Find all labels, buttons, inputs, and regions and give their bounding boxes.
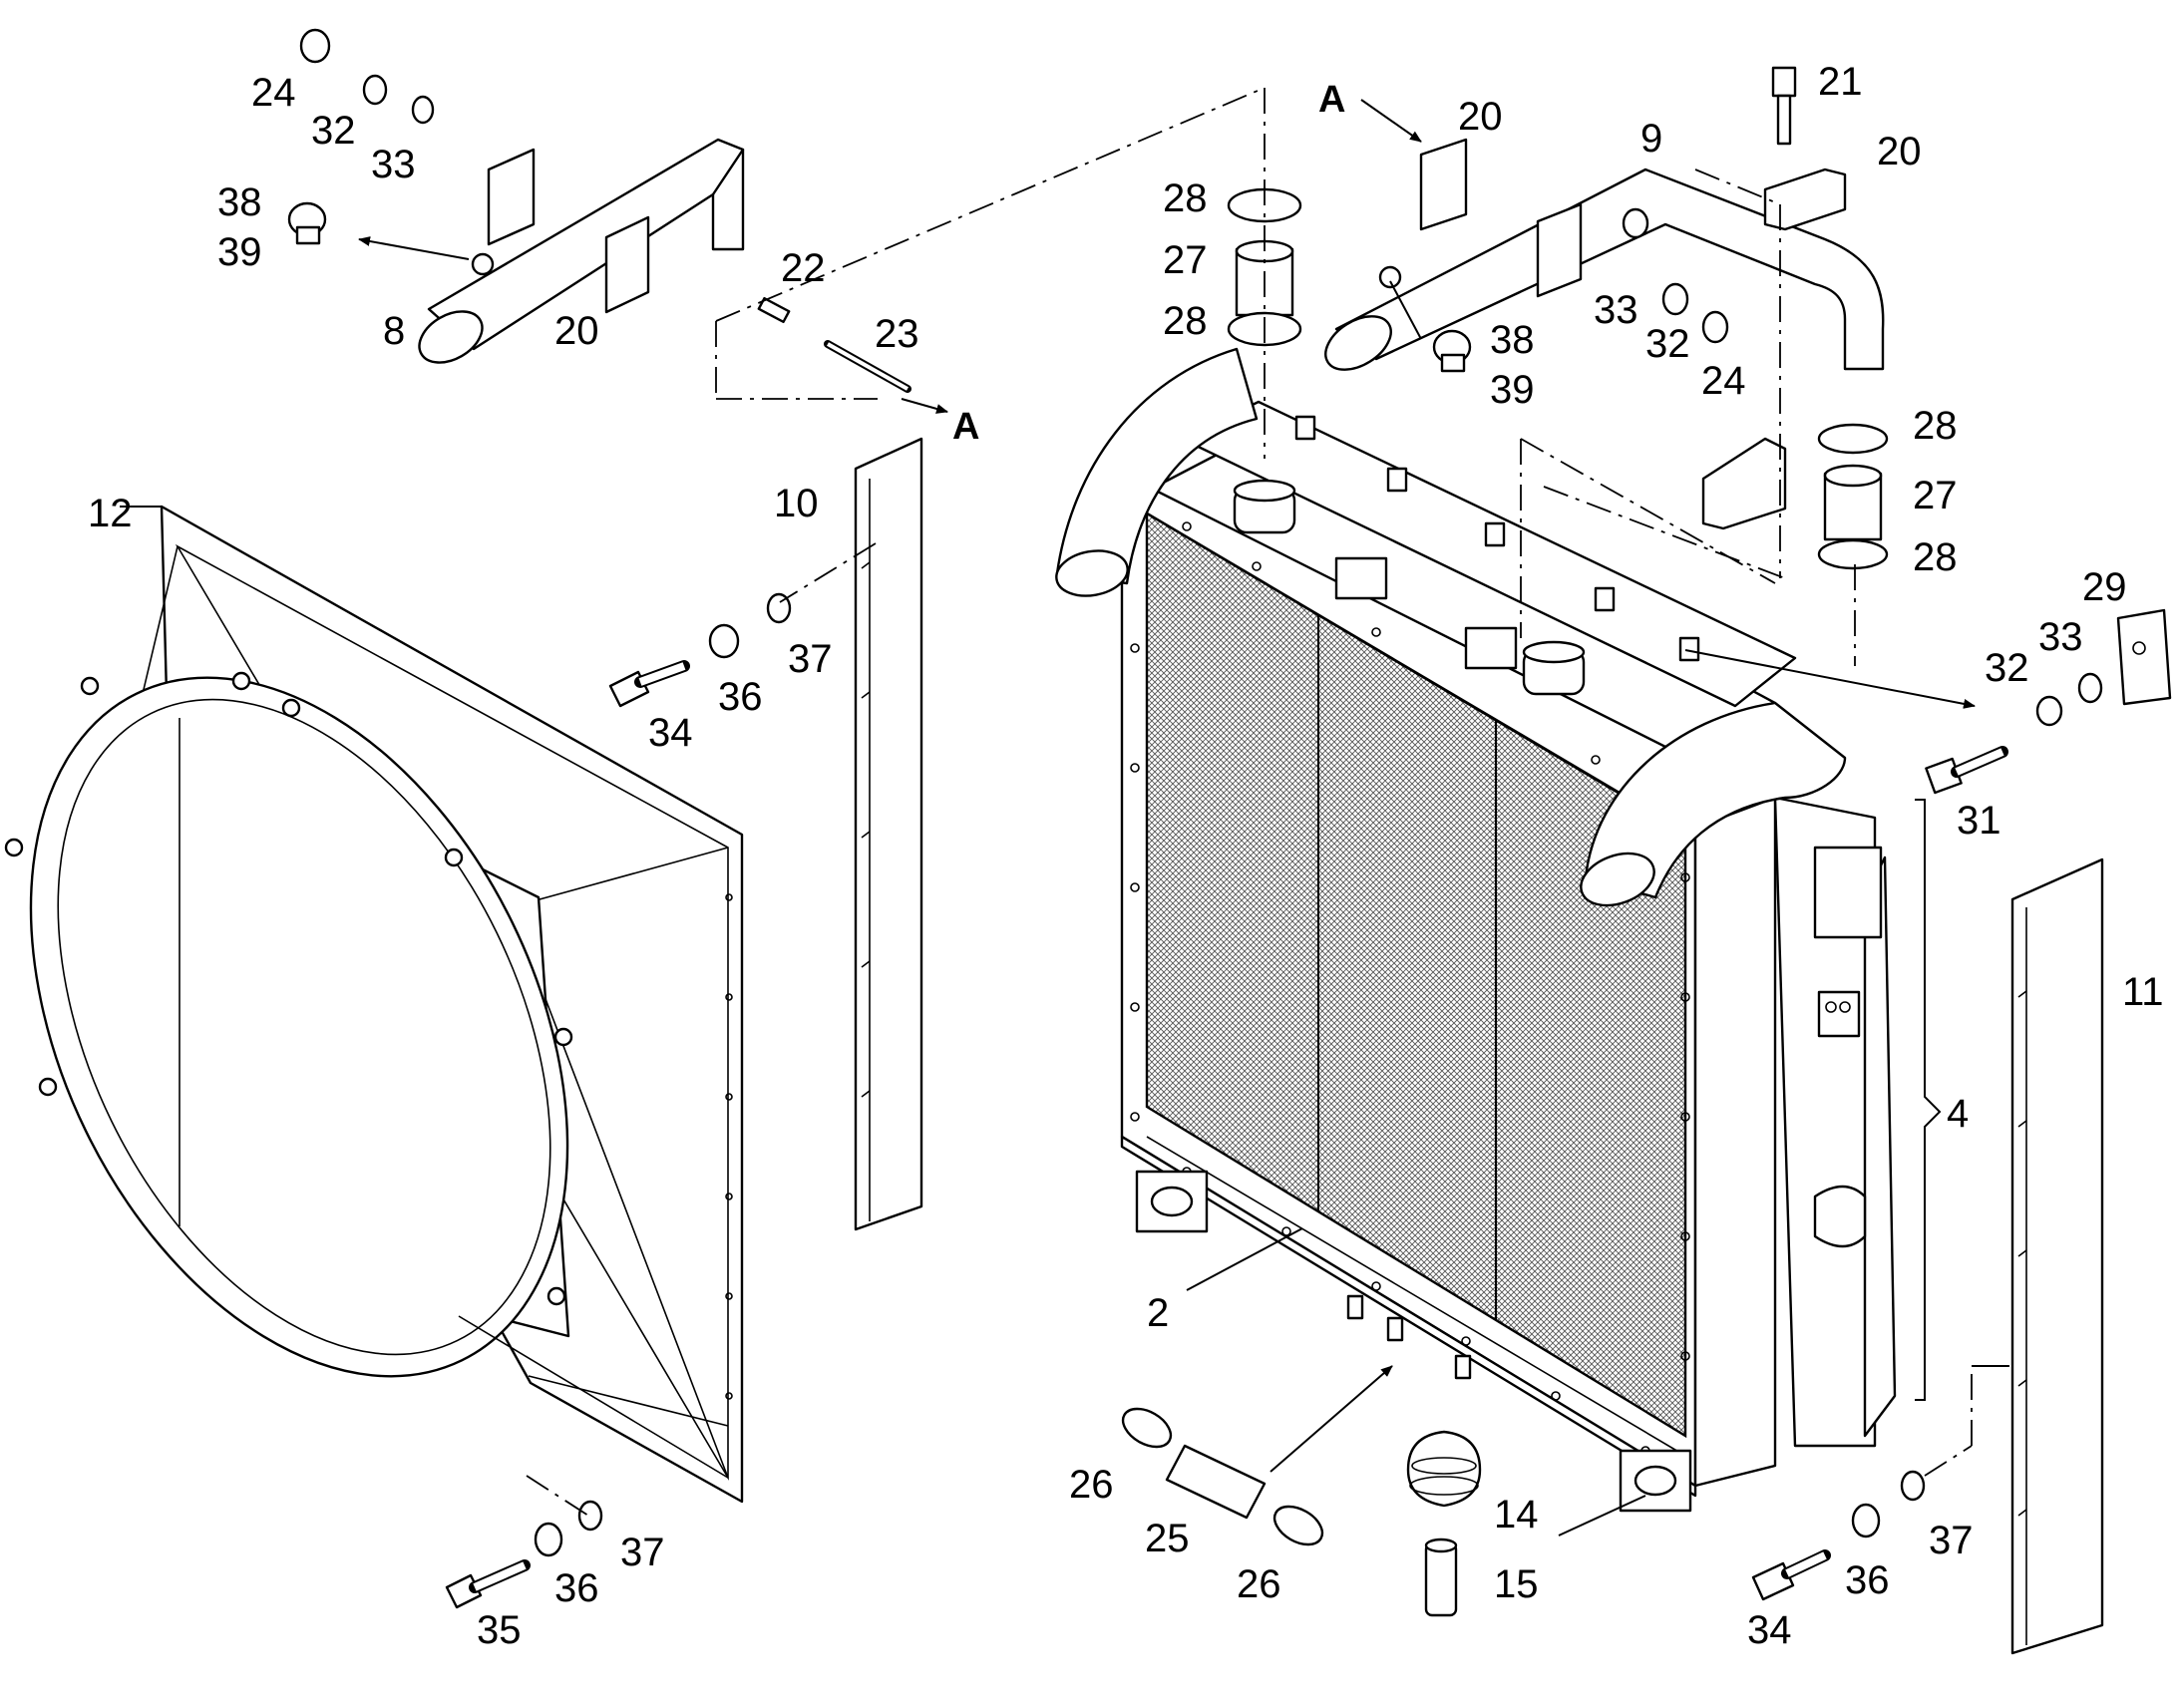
hardware-bottom-left (445, 1500, 603, 1609)
callout-20: 20 (1458, 95, 1503, 139)
callout-12: 12 (88, 492, 133, 535)
bracket-29 (2116, 608, 2172, 706)
pin-22 (757, 296, 791, 324)
callout-21: 21 (1818, 60, 1863, 104)
callout-38: 38 (217, 180, 262, 224)
callout-10: 10 (774, 482, 819, 525)
callout-9: 9 (1640, 117, 1662, 161)
callout-37: 37 (1929, 1519, 1974, 1562)
callout-27: 27 (1913, 474, 1958, 517)
callout-20: 20 (1877, 130, 1922, 173)
callout-28: 28 (1163, 299, 1208, 343)
reference-a-top: A (1318, 79, 1345, 121)
upper-hose-left (1055, 347, 1259, 597)
fan-shroud (4, 505, 744, 1504)
callout-37: 37 (788, 637, 833, 681)
callout-33: 33 (1594, 288, 1638, 332)
bolt-21 (1771, 66, 1797, 146)
reference-a-bottom: A (952, 406, 979, 448)
callout-32: 32 (1985, 646, 2029, 690)
callout-36: 36 (1845, 1558, 1890, 1602)
hardware-bottom-right (1751, 1470, 1926, 1601)
radiator-core (1120, 400, 1897, 1513)
dowel-15 (1424, 1537, 1458, 1617)
hose-sleeve-27-right (1817, 423, 1889, 570)
callout-28: 28 (1913, 535, 1958, 579)
coolant-pipe-9 (1324, 168, 1885, 371)
callout-24: 24 (1701, 359, 1746, 403)
bottom-hose-25 (1121, 1407, 1324, 1546)
callout-37: 37 (620, 1531, 665, 1574)
leader-lines (120, 87, 2009, 1537)
callout-26: 26 (1069, 1463, 1114, 1507)
callout-11: 11 (2122, 970, 2164, 1014)
callout-38: 38 (1490, 318, 1535, 362)
callout-31: 31 (1957, 799, 2001, 843)
stud-23 (824, 340, 911, 393)
callout-4: 4 (1947, 1092, 1969, 1136)
upper-hose-right (1580, 701, 1847, 907)
clamp-half-8 (487, 148, 650, 314)
rubber-bumper-14 (1406, 1430, 1482, 1508)
hardware-right (1925, 672, 2103, 795)
callout-36: 36 (554, 1566, 599, 1610)
plug-38-39-left (287, 201, 327, 245)
seal-strip-left (854, 437, 923, 1231)
callout-25: 25 (1145, 1517, 1190, 1560)
seal-strip-right (2010, 857, 2104, 1655)
callout-34: 34 (648, 711, 693, 755)
callout-33: 33 (371, 143, 416, 186)
callout-32: 32 (311, 109, 356, 153)
callout-23: 23 (875, 312, 919, 356)
callout-27: 27 (1163, 238, 1208, 282)
callout-36: 36 (718, 675, 763, 719)
callout-39: 39 (217, 230, 262, 274)
clamp-halves-9 (1419, 138, 1847, 530)
hardware-top (299, 28, 1729, 344)
callout-24: 24 (251, 71, 296, 115)
plug-38-39-right (1432, 329, 1472, 373)
callout-2: 2 (1147, 1291, 1169, 1335)
callout-15: 15 (1494, 1562, 1539, 1606)
callout-20: 20 (554, 309, 599, 353)
callout-32: 32 (1645, 322, 1690, 366)
callout-29: 29 (2082, 565, 2127, 609)
callout-labels: 24 32 33 38 39 8 20 22 23 A A 20 21 9 20… (88, 60, 2164, 1652)
hardware-mid-left (608, 592, 792, 708)
callout-28: 28 (1163, 176, 1208, 220)
callout-22: 22 (781, 246, 826, 290)
callout-39: 39 (1490, 368, 1535, 412)
callout-26: 26 (1237, 1562, 1281, 1606)
callout-8: 8 (383, 309, 405, 353)
callout-28: 28 (1913, 404, 1958, 448)
callout-33: 33 (2038, 615, 2083, 659)
callout-35: 35 (477, 1608, 522, 1652)
callout-34: 34 (1747, 1608, 1792, 1652)
callout-14: 14 (1494, 1493, 1539, 1537)
coolant-pipe-8 (418, 138, 745, 364)
